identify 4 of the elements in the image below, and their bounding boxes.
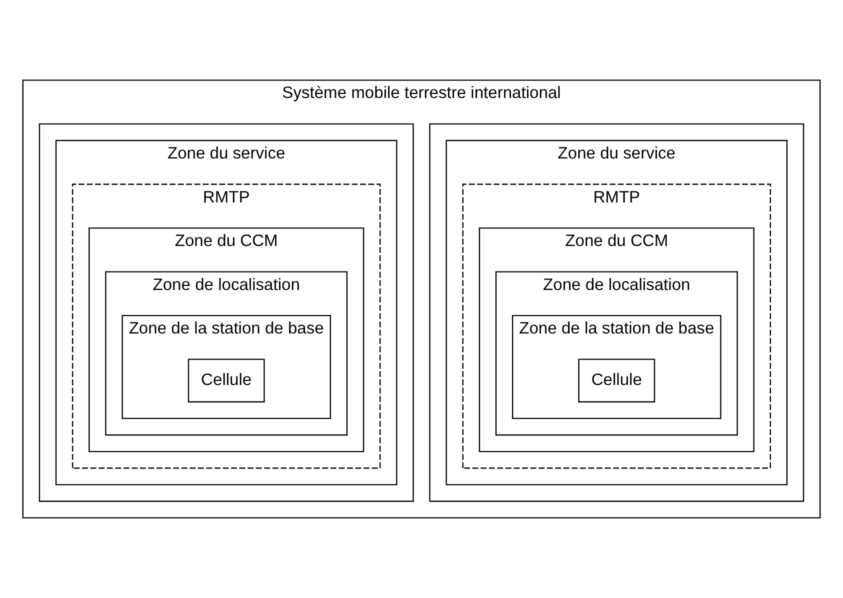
- node-box: Cellule: [578, 358, 656, 402]
- cluster: [38, 123, 414, 502]
- cluster: [429, 123, 804, 502]
- node-box: Cellule: [188, 358, 265, 402]
